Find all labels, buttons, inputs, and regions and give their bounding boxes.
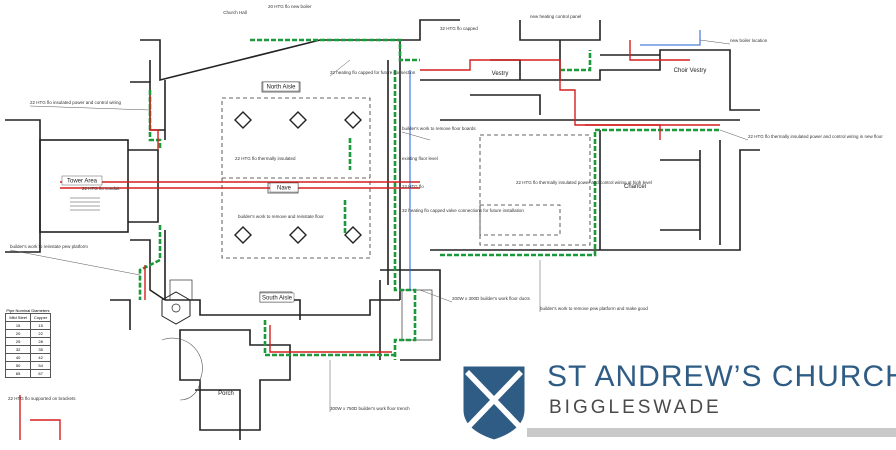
room-label-church-hall: Church Hall [223,10,247,15]
room-label-porch: Porch [218,391,234,397]
key-cell: 20 [4,329,32,338]
key-cell: 42 [30,353,51,362]
key-cell: 54 [30,361,51,370]
note: 22 HTG flo insulated power and control w… [30,100,122,105]
note: 22 HTG flo thermally insulated power and… [748,134,883,139]
heating-runs [19,30,720,440]
key-cell: 65 [4,369,32,378]
room-label-vestry: Vestry [492,71,509,77]
note: 22 HTG flo [402,184,424,189]
note: 200W x 300D builder's work floor ducts [452,296,531,301]
key-cell: 15 [30,321,51,330]
church-name: ST ANDREW’S CHURCH [547,360,896,393]
key-cell: 50 [4,361,32,370]
room-label-choir-vestry: Choir Vestry [674,68,707,74]
note: 22 HTG flo conduit [82,186,120,191]
church-town: BIGGLESWADE [549,397,722,418]
note: 300W x 750D builder's work floor trench [330,406,410,411]
note: existing floor level [402,156,438,161]
key-title: Pipe Nominal Diameters [6,308,50,313]
key-cell: 25 [4,337,32,346]
key-cell: 28 [30,337,51,346]
room-label-tower: Tower Area [67,179,98,185]
note: builder's work to remove pew platform an… [540,306,648,311]
note: 20 HTG flo new boiler [268,4,312,9]
room-label-north-aisle: North Aisle [266,85,296,91]
note: 22 HTG flo thermally insulated power and… [516,180,652,185]
key-header: Mild Steel [4,313,32,322]
key-header-row: Mild Steel Copper [4,313,51,322]
key-cell: 35 [30,345,51,354]
note: builder's work to remove and reinstate f… [238,214,324,219]
annotation-notes: 22 HTG flo insulated power and control w… [8,4,883,412]
key-header: Copper [30,313,51,322]
note: new heating control panel [530,14,581,19]
room-label-south-aisle: South Aisle [262,296,293,302]
note: 32 heating flo capped valve connections … [402,208,524,213]
note: builder's work to reinstate pew platform [10,244,88,249]
room-label-chancel: Chancel [624,184,646,190]
saltire-shield-icon [462,365,526,441]
key-cell: 40 [4,353,32,362]
logo-underline-bar [527,428,896,437]
key-cell: 67 [30,369,51,378]
room-labels: Tower Area North Aisle Nave South Aisle … [61,10,707,397]
note: 22 HTG flo thermally insulated [235,156,296,161]
note: 32 heating flo capped for future connect… [330,70,416,75]
pipe-size-key: Pipe Nominal Diameters Mild Steel Copper… [4,308,51,378]
note: 22 HTG flo supported on brackets [8,396,76,401]
key-cell: 15 [4,321,32,330]
key-cell: 22 [30,329,51,338]
note: builder's work to remove floor boards [402,126,476,131]
room-label-nave: Nave [277,186,292,192]
key-cell: 32 [4,345,32,354]
note: 32 HTG flo capped [440,26,478,31]
note: new boiler location [730,38,768,43]
